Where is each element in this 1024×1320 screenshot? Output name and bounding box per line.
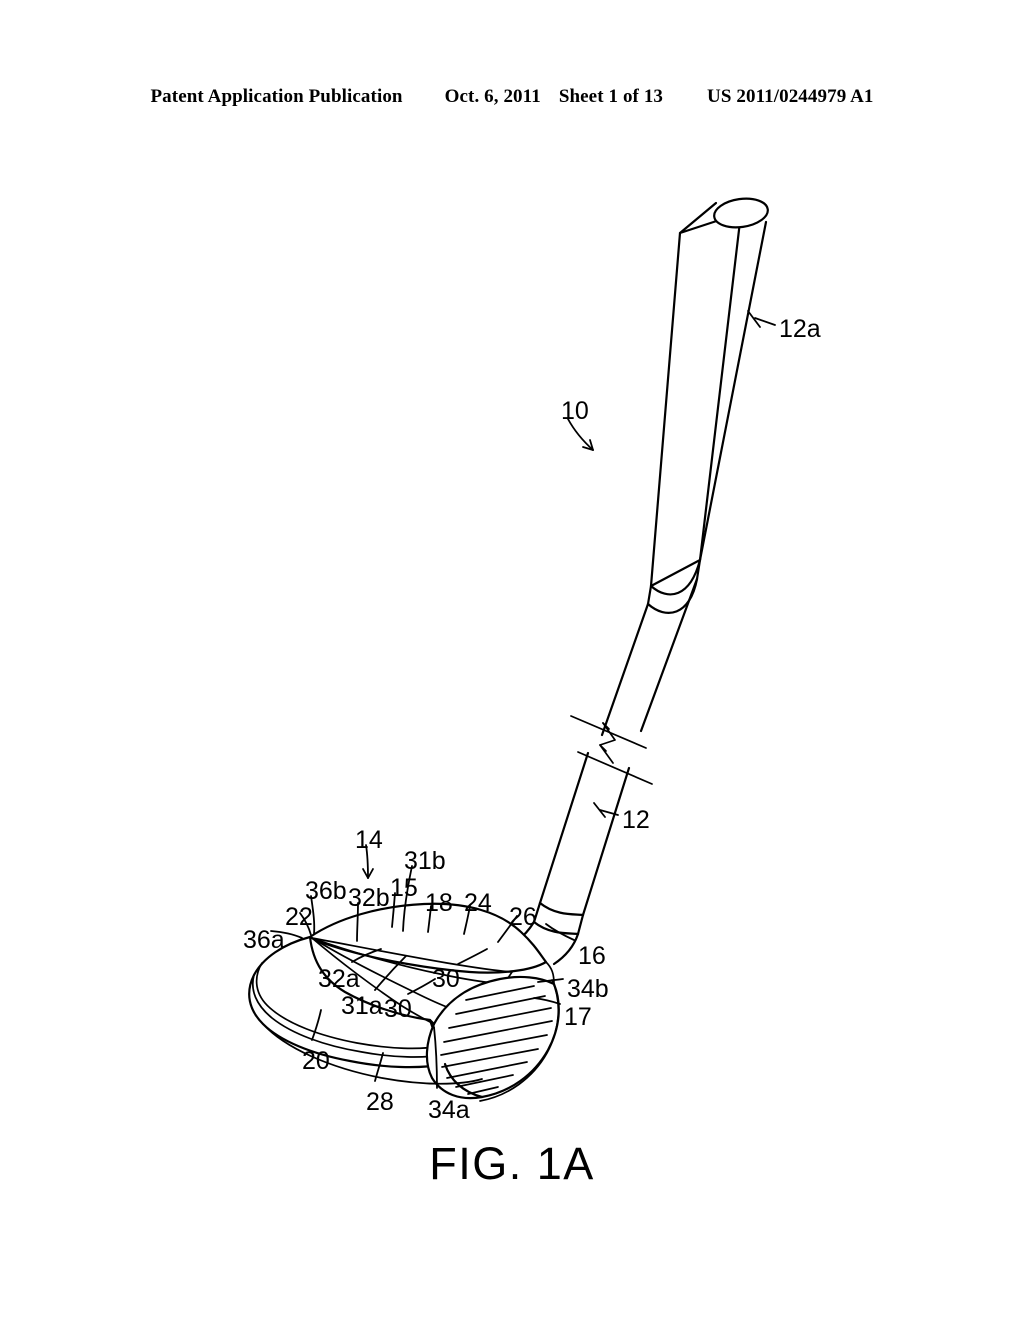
ref-label-12a: 12a	[779, 315, 821, 343]
ref-label-18: 18	[425, 889, 453, 917]
ref-label-31a: 31a	[341, 992, 383, 1020]
ref-label-28: 28	[366, 1088, 394, 1116]
ref-label-16: 16	[578, 942, 606, 970]
shaft-upper	[600, 577, 699, 737]
ref-label-12: 12	[622, 806, 650, 834]
ref-label-31b: 31b	[404, 847, 446, 875]
page-header: Patent Application Publication Oct. 6, 2…	[0, 86, 1024, 116]
figure-caption: FIG. 1A	[429, 1138, 595, 1189]
ref-label-36b: 36b	[305, 877, 347, 905]
ref-label-14: 14	[355, 826, 383, 854]
hosel-ferrule	[532, 901, 585, 936]
ref-label-34b: 34b	[567, 975, 609, 1003]
ref-label-26: 26	[509, 903, 537, 931]
header-publication-number: US 2011/0244979 A1	[707, 86, 874, 107]
header-publication-label: Patent Application Publication	[150, 86, 403, 107]
header-sheet-number: Sheet 1 of 13	[558, 86, 664, 107]
ref-label-30-lower: 30	[384, 995, 412, 1023]
ref-label-20: 20	[302, 1047, 330, 1075]
leader-lines	[270, 310, 776, 1089]
ref-label-17: 17	[564, 1003, 592, 1031]
ref-label-22: 22	[285, 903, 313, 931]
ref-label-36a: 36a	[243, 926, 285, 954]
club-head-drawing	[248, 902, 560, 1102]
shaft-break-symbol	[570, 715, 653, 785]
ref-label-32a: 32a	[318, 965, 360, 993]
ref-label-32b: 32b	[348, 884, 390, 912]
ref-label-24: 24	[464, 889, 492, 917]
grip-drawing	[649, 197, 769, 596]
ref-label-30-upper: 30	[432, 965, 460, 993]
shaft-lower	[538, 751, 631, 917]
face-grooves	[440, 985, 553, 1095]
ref-label-15: 15	[390, 874, 418, 902]
ref-label-10: 10	[561, 397, 589, 425]
ref-label-34a: 34a	[428, 1096, 470, 1124]
header-date: Oct. 6, 2011	[444, 86, 541, 107]
